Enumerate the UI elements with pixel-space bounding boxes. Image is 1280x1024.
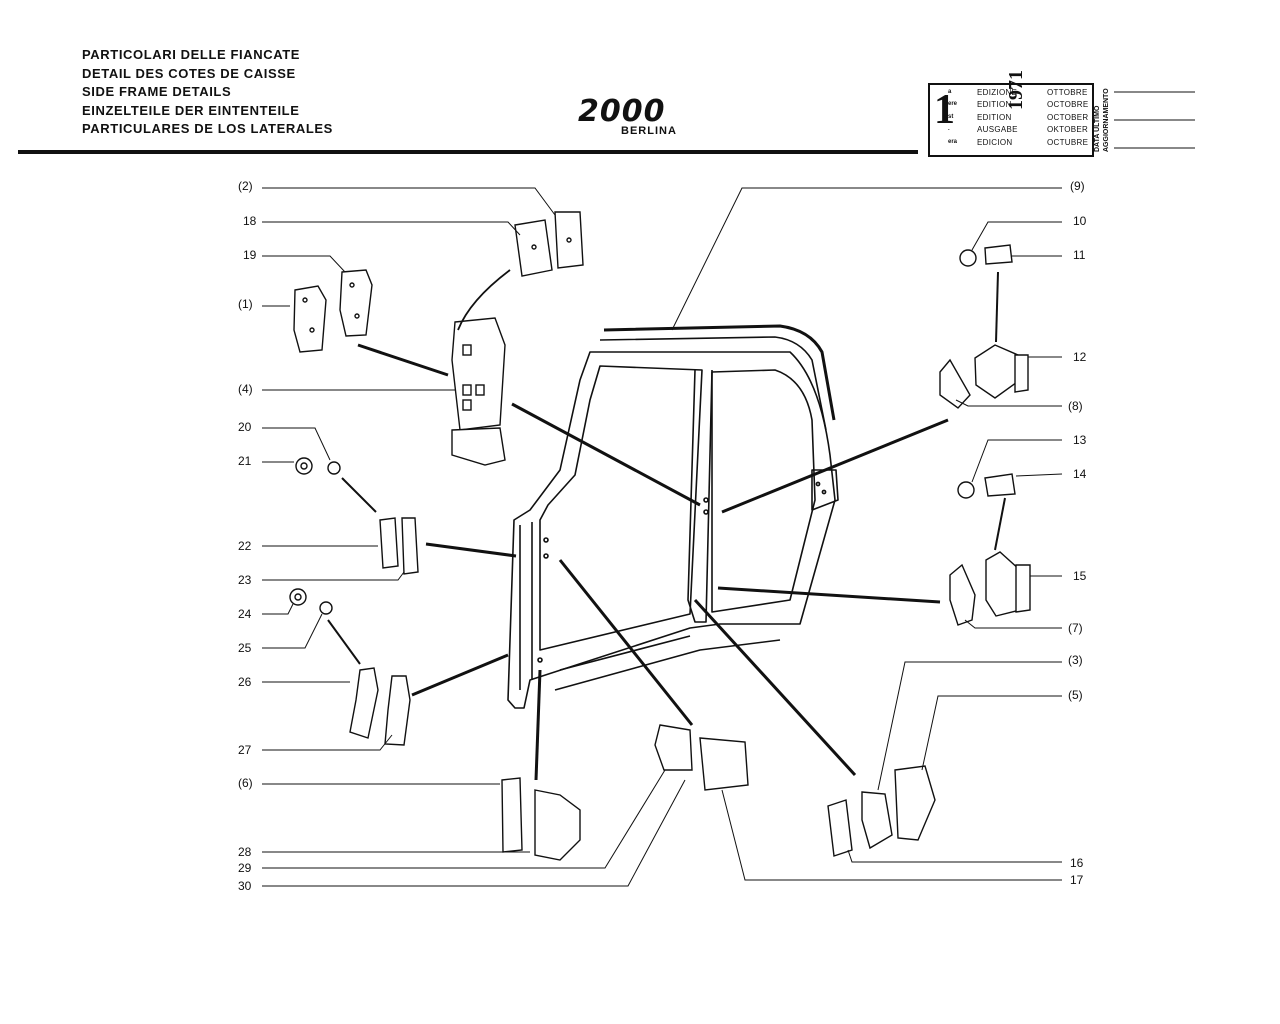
part-hinge-15 <box>985 551 1031 617</box>
header-rule <box>18 150 918 154</box>
edition-label: EDIZIONE <box>977 88 1018 97</box>
part-bolt-13-14 <box>957 473 1016 499</box>
arrow <box>511 402 701 507</box>
callout-7: (7) <box>1068 621 1083 635</box>
edition-month: OCTUBRE <box>1047 138 1089 147</box>
callout-8: (8) <box>1068 399 1083 413</box>
callout-4: (4) <box>238 382 253 396</box>
callout-13: 13 <box>1073 433 1087 447</box>
callout-2: (2) <box>238 179 253 193</box>
callout-28: 28 <box>238 845 252 859</box>
callout-1: (1) <box>238 297 253 311</box>
part-hinge-29-30 <box>654 724 749 791</box>
callout-17: 17 <box>1070 873 1084 887</box>
callout-12: 12 <box>1073 350 1087 364</box>
callout-10: 10 <box>1073 214 1087 228</box>
arrow <box>341 477 377 513</box>
arrow <box>995 271 999 343</box>
arrow <box>717 586 941 604</box>
part-shim-7 <box>949 563 976 626</box>
model-logo: 2000 <box>578 94 666 129</box>
arrow <box>721 418 949 514</box>
part-shim-8 <box>939 358 971 409</box>
arrow <box>327 619 361 665</box>
title-english: SIDE FRAME DETAILS <box>82 84 232 100</box>
title-italian: PARTICOLARI DELLE FIANCATE <box>82 47 301 62</box>
part-bracket-4 <box>451 317 506 466</box>
arrow <box>411 653 509 697</box>
title-german: EINZELTEILE DER EINTENTEILE <box>82 102 300 118</box>
edition-suffix: a <box>948 89 952 95</box>
callout-19: 19 <box>243 248 257 262</box>
callout-23: 23 <box>238 573 252 587</box>
callout-14: 14 <box>1073 467 1087 481</box>
part-nut-washer-21-20 <box>295 457 341 475</box>
edition-month: OKTOBER <box>1047 125 1089 134</box>
arrow <box>357 343 449 377</box>
edition-number: 1 <box>934 87 955 133</box>
part-plate-19 <box>339 269 373 337</box>
callout-15: 15 <box>1073 569 1087 583</box>
callout-26: 26 <box>238 675 252 689</box>
arrow <box>558 559 694 726</box>
callout-16: 16 <box>1070 856 1084 870</box>
callout-29: 29 <box>238 861 252 875</box>
edition-suffix: st <box>948 114 954 120</box>
edition-label: EDICION <box>977 138 1013 147</box>
part-hinge-12 <box>974 344 1029 399</box>
part-latch-16-3-5 <box>827 765 936 857</box>
callout-9: (9) <box>1070 179 1085 193</box>
callout-30: 30 <box>238 879 252 893</box>
arrow <box>693 598 857 777</box>
callout-20: 20 <box>238 420 252 434</box>
part-plate-1 <box>293 285 327 353</box>
arrows <box>327 269 1006 781</box>
side-frame <box>507 324 839 709</box>
callout-22: 22 <box>238 539 252 553</box>
edition-label: EDITION <box>977 100 1012 109</box>
callout-3: (3) <box>1068 653 1083 667</box>
title-block: PARTICOLARI DELLE FIANCATE DETAIL DES CO… <box>82 46 333 139</box>
callout-24: 24 <box>238 607 252 621</box>
callout-25: 25 <box>238 641 252 655</box>
edition-month: OCTOBRE <box>1047 100 1089 109</box>
arrow <box>425 542 517 558</box>
part-hinge-6 <box>501 777 581 861</box>
edition-label: EDITION <box>977 113 1012 122</box>
part-nut-washer-24-25 <box>289 588 333 615</box>
leader-lines <box>262 187 1063 887</box>
edition-month: OCTOBER <box>1047 113 1089 122</box>
edition-box <box>928 83 1094 157</box>
callout-18: 18 <box>243 214 257 228</box>
part-plates-22-23 <box>379 517 419 575</box>
edition-suffix: . <box>948 126 950 132</box>
callout-11: 11 <box>1073 248 1086 262</box>
model-subtitle: BERLINA <box>621 125 677 137</box>
part-bolt-10-11 <box>959 244 1013 267</box>
title-french: DETAIL DES COTES DE CAISSE <box>82 65 296 81</box>
edition-suffix: ere <box>948 101 958 107</box>
edition-label: AUSGABE <box>977 125 1018 134</box>
edition-suffix: era <box>948 139 958 145</box>
edition-month: OTTOBRE <box>1047 88 1088 97</box>
callout-5: (5) <box>1068 688 1083 702</box>
arrow <box>534 669 542 781</box>
callout-27: 27 <box>238 743 252 757</box>
part-plates-26-27 <box>349 667 411 746</box>
callout-21: 21 <box>238 454 252 468</box>
arrow <box>994 497 1006 551</box>
title-spanish: PARTICULARES DE LOS LATERALES <box>82 121 333 137</box>
callout-6: (6) <box>238 776 253 790</box>
part-hinge-plates-top <box>514 211 584 277</box>
